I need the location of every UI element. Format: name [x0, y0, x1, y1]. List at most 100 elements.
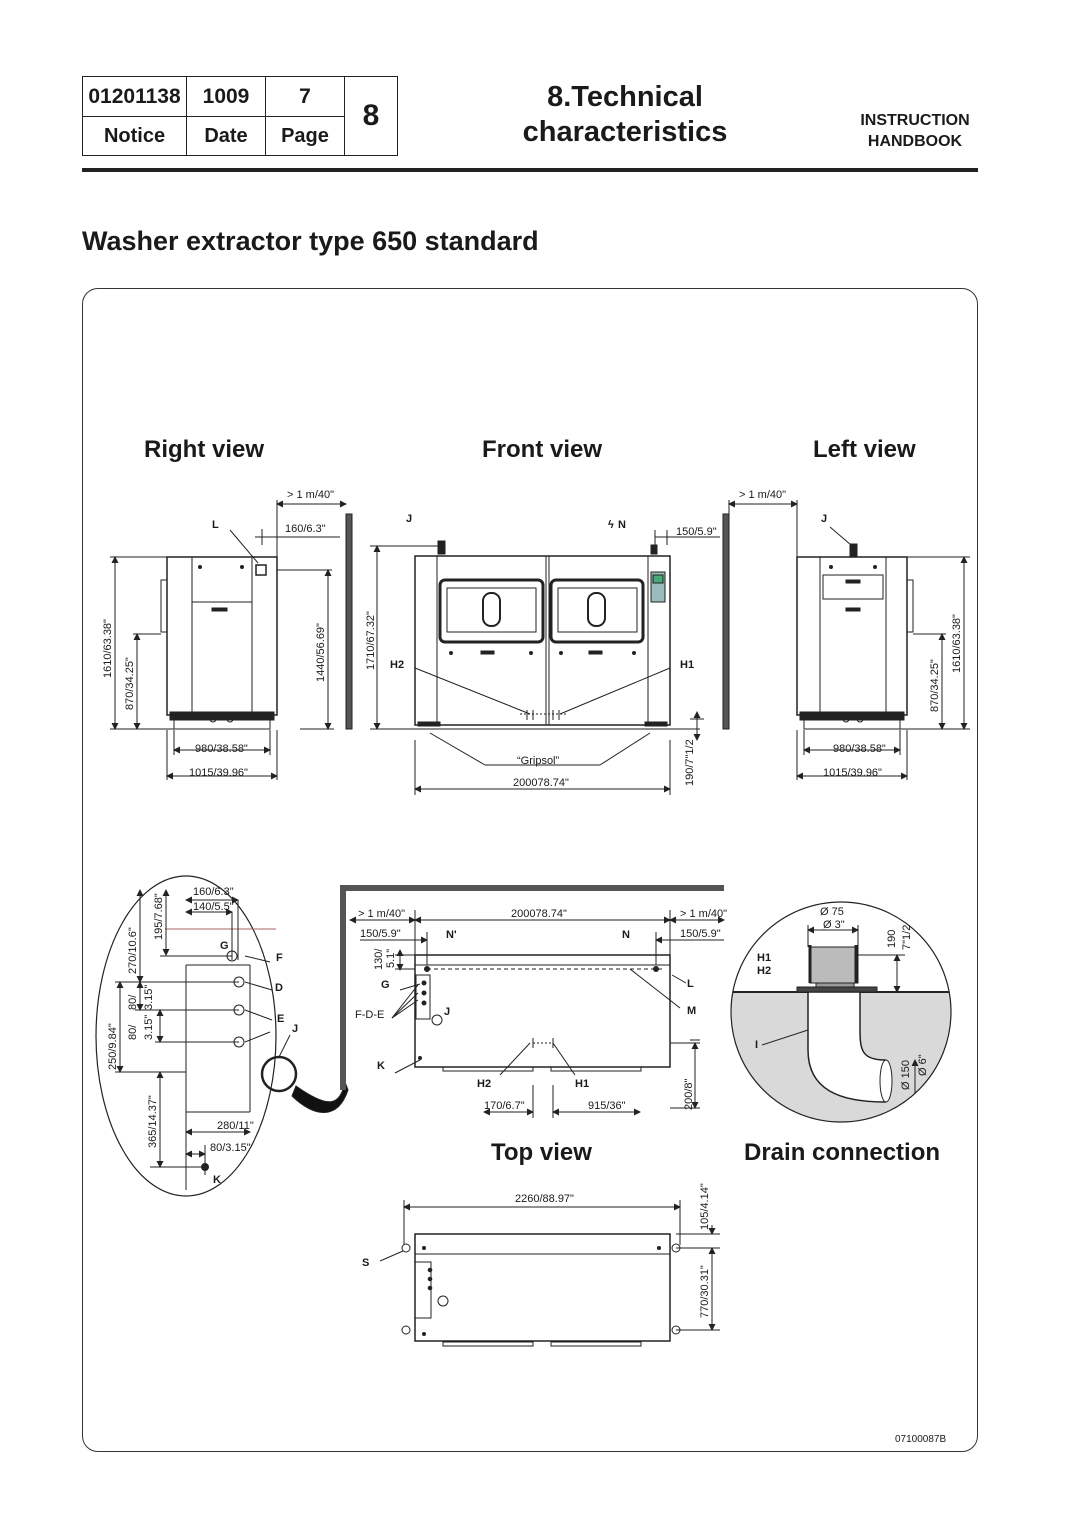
front-view-label: Front view: [482, 436, 603, 463]
top-marker-g: G: [381, 979, 390, 991]
detail-80b-dim: 80/: [127, 1024, 139, 1040]
detail-160-dim: 160/6.3": [193, 886, 234, 898]
top-marker-fde: F-D-E: [355, 1009, 384, 1021]
right-1440-dim: 1440/56.69": [315, 623, 327, 682]
header-rule: [82, 168, 978, 172]
detail-365-dim: 365/14.37": [147, 1095, 159, 1148]
right-870-dim: 870/34.25": [124, 657, 136, 710]
right-view-drawing: [110, 500, 353, 780]
top-130-dim: 130/: [373, 948, 385, 970]
base-marker-s: S: [362, 1257, 369, 1269]
handbook-line-1: INSTRUCTION: [860, 112, 970, 129]
front-marker-h1: H1: [680, 659, 694, 671]
left-870-dim: 870/34.25": [929, 659, 941, 712]
front-1710-dim: 1710/67.32": [365, 611, 377, 670]
front-marker-n: N: [618, 519, 626, 531]
notice-value: 01201138: [82, 76, 187, 117]
front-2000-dim: 200078.74": [513, 777, 569, 789]
detail-80a-dim: 80/: [127, 994, 139, 1010]
base-2260-dim: 2260/88.97": [515, 1193, 574, 1205]
header-info-table: 01201138 1009 7 8 Notice Date Page: [82, 76, 398, 156]
base-770-dim: 770/30.31": [699, 1265, 711, 1318]
top-150-right-dim: 150/5.9": [680, 928, 721, 940]
connection-detail-drawing: [95, 875, 349, 1197]
drain-phi3-dim: Ø 3": [823, 919, 845, 931]
notice-label: Notice: [82, 116, 187, 156]
title-line-2: characteristics: [522, 116, 728, 148]
top-marker-j: J: [444, 1006, 450, 1018]
gripsol-label: “Gripsol”: [517, 755, 560, 767]
detail-140-dim: 140/5.5": [193, 901, 234, 913]
top-marker-m: M: [687, 1005, 696, 1017]
top-marker-k: K: [377, 1060, 385, 1072]
date-value: 1009: [186, 76, 266, 117]
drawing-code: 07100087B: [895, 1434, 947, 1445]
title-line-1: 8.Technical: [547, 81, 703, 113]
front-150-dim: 150/5.9": [676, 526, 717, 538]
left-1015-dim: 1015/39.96": [823, 767, 882, 779]
drain-marker-i: I: [755, 1039, 758, 1051]
base-105-dim: 105/4.14": [699, 1183, 711, 1230]
top-200-dim: 200/8": [683, 1078, 695, 1110]
handbook-label: INSTRUCTION HANDBOOK: [850, 110, 980, 152]
marker-l: L: [212, 519, 219, 531]
detail-marker-j: J: [292, 1023, 298, 1035]
left-view-label: Left view: [813, 436, 916, 463]
front-view-drawing: [370, 530, 720, 795]
drain-phi150-dim: Ø 150: [900, 1060, 912, 1090]
drain-7half-dim: 7"1/2: [901, 925, 913, 950]
detail-marker-e: E: [277, 1013, 284, 1025]
detail-315a-dim: 3.15": [143, 985, 155, 1010]
detail-270-dim: 270/10.6": [127, 927, 139, 974]
section-subtitle: Washer extractor type 650 standard: [82, 226, 539, 256]
top-view-drawing: [340, 885, 725, 1118]
left-1610-dim: 1610/63.38": [951, 614, 963, 673]
detail-marker-f: F: [276, 952, 283, 964]
detail-250-dim: 250/9.84": [107, 1023, 119, 1070]
page-label: Page: [265, 116, 345, 156]
left-clearance-dim: > 1 m/40": [739, 489, 786, 501]
top-150-left-dim: 150/5.9": [360, 928, 401, 940]
drain-marker-h1: H1: [757, 952, 771, 964]
top-marker-nprime: N': [446, 929, 457, 941]
drawing-panel: [82, 288, 978, 1452]
right-clearance-dim: > 1 m/40": [287, 489, 334, 501]
left-marker-j: J: [821, 513, 827, 525]
section-number: 8: [344, 76, 398, 156]
date-label: Date: [186, 116, 266, 156]
drain-phi6-dim: Ø 6": [917, 1054, 929, 1076]
top-clearance-left-dim: > 1 m/40": [358, 908, 405, 920]
top-view-label: Top view: [491, 1139, 592, 1166]
top-marker-n: N: [622, 929, 630, 941]
drain-phi75-dim: Ø 75: [820, 906, 844, 918]
detail-280-dim: 280/11": [217, 1120, 254, 1132]
top-915-dim: 915/36": [588, 1100, 626, 1112]
right-view-label: Right view: [144, 436, 265, 463]
right-160-dim: 160/6.3": [285, 523, 326, 535]
right-980-dim: 980/38.58": [195, 743, 248, 755]
power-icon: ϟ: [608, 519, 614, 531]
drain-190-dim: 190: [886, 930, 898, 948]
detail-315b-dim: 3.15": [143, 1015, 155, 1040]
drain-marker-h2: H2: [757, 965, 771, 977]
right-1610-dim: 1610/63.38": [102, 619, 114, 678]
handbook-line-2: HANDBOOK: [867, 133, 963, 150]
page-title: 8.Technical characteristics: [490, 80, 760, 150]
drain-connection-label: Drain connection: [744, 1139, 941, 1166]
top-clearance-right-dim: > 1 m/40": [680, 908, 727, 920]
top-marker-h1: H1: [575, 1078, 589, 1090]
front-marker-h2: H2: [390, 659, 404, 671]
right-1015-dim: 1015/39.96": [189, 767, 248, 779]
front-190-dim: 190/7"1/2: [684, 739, 696, 786]
left-980-dim: 980/38.58": [833, 743, 886, 755]
drain-connection-drawing: [730, 901, 952, 1123]
top-marker-l: L: [687, 978, 694, 990]
detail-marker-g: G: [220, 940, 229, 952]
top-marker-h2: H2: [477, 1078, 491, 1090]
detail-80c-dim: 80/3.15": [210, 1142, 251, 1154]
top-51-dim: 5.1": [385, 949, 397, 968]
top-170-dim: 170/6.7": [484, 1100, 525, 1112]
detail-marker-d: D: [275, 982, 283, 994]
front-marker-j: J: [406, 513, 412, 525]
